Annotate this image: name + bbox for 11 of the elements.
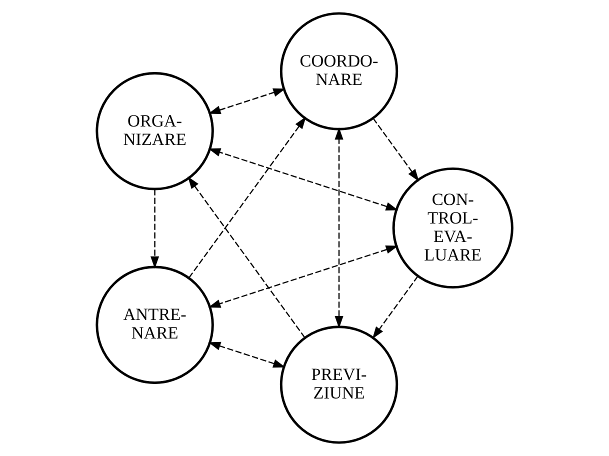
arrow	[188, 116, 306, 278]
arrow	[372, 118, 420, 182]
arrow	[188, 176, 306, 338]
arrow	[208, 88, 286, 114]
arrow	[208, 245, 398, 308]
arrow	[372, 276, 418, 339]
arrow	[334, 127, 344, 328]
arrow	[150, 189, 160, 269]
arrow	[208, 342, 286, 368]
node-circle: ANTRE- NARE	[96, 266, 214, 384]
arrow	[208, 148, 398, 211]
